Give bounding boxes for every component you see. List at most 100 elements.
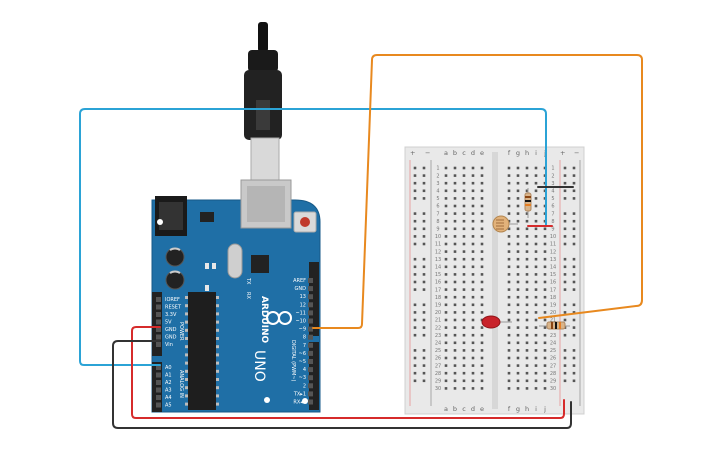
breadboard-hole[interactable] [525,379,529,383]
breadboard-hole[interactable] [525,341,529,345]
breadboard-hole[interactable] [462,379,466,383]
breadboard-hole[interactable] [534,356,538,360]
breadboard-hole[interactable] [507,311,511,314]
rail-hole[interactable] [422,311,426,314]
breadboard-hole[interactable] [507,181,511,185]
rail-hole[interactable] [563,189,567,193]
breadboard-hole[interactable] [525,364,529,367]
rail-hole[interactable] [422,364,426,367]
breadboard-hole[interactable] [453,204,457,208]
breadboard-hole[interactable] [444,280,448,284]
breadboard-hole[interactable] [543,311,547,314]
breadboard-hole[interactable] [516,364,520,367]
breadboard-hole[interactable] [543,265,547,269]
rail-hole[interactable] [572,364,576,367]
rail-hole[interactable] [413,212,417,215]
breadboard-hole[interactable] [453,364,457,367]
breadboard-hole[interactable] [507,174,511,177]
breadboard-hole[interactable] [507,273,511,276]
breadboard-hole[interactable] [462,356,466,360]
breadboard-hole[interactable] [444,197,448,200]
breadboard-hole[interactable] [453,349,457,352]
rail-hole[interactable] [563,181,567,185]
header-socket[interactable] [156,365,161,370]
breadboard-hole[interactable] [471,295,475,299]
breadboard-hole[interactable] [525,181,529,185]
breadboard-hole[interactable] [516,349,520,352]
header-socket[interactable] [156,327,161,332]
breadboard-hole[interactable] [516,288,520,291]
breadboard-hole[interactable] [471,356,475,360]
rail-hole[interactable] [572,174,576,177]
breadboard-hole[interactable] [453,333,457,337]
breadboard-hole[interactable] [525,189,529,193]
rail-hole[interactable] [413,326,417,329]
breadboard-hole[interactable] [507,303,511,307]
wire-black-gnd[interactable] [112,340,572,429]
breadboard-hole[interactable] [516,326,520,329]
breadboard-hole[interactable] [462,318,466,322]
rail-hole[interactable] [563,265,567,269]
breadboard-hole[interactable] [543,227,547,231]
header-socket[interactable] [156,334,161,340]
rail-hole[interactable] [563,174,567,177]
breadboard-hole[interactable] [507,326,511,329]
rail-hole[interactable] [572,219,576,223]
breadboard-hole[interactable] [534,273,538,276]
breadboard-hole[interactable] [471,166,475,170]
header-socket[interactable] [308,278,313,283]
breadboard-hole[interactable] [534,364,538,367]
rail-hole[interactable] [563,371,567,375]
breadboard-hole[interactable] [480,166,484,170]
breadboard-hole[interactable] [471,227,475,231]
rail-hole[interactable] [413,318,417,322]
breadboard-hole[interactable] [480,280,484,284]
rail-hole[interactable] [422,219,426,223]
breadboard-hole[interactable] [543,333,547,337]
rail-hole[interactable] [563,227,567,231]
rail-hole[interactable] [572,280,576,284]
breadboard-hole[interactable] [453,387,457,390]
breadboard-hole[interactable] [516,257,520,261]
breadboard-hole[interactable] [525,219,529,223]
breadboard-hole[interactable] [516,189,520,193]
breadboard-hole[interactable] [462,242,466,246]
breadboard-hole[interactable] [516,318,520,322]
rail-hole[interactable] [572,265,576,269]
breadboard-hole[interactable] [534,379,538,383]
rail-hole[interactable] [563,349,567,352]
rail-hole[interactable] [413,166,417,170]
breadboard-hole[interactable] [462,265,466,269]
breadboard-hole[interactable] [453,379,457,383]
header-socket[interactable] [308,326,313,332]
breadboard-hole[interactable] [462,288,466,291]
breadboard-hole[interactable] [543,387,547,390]
breadboard-hole[interactable] [444,189,448,193]
breadboard-hole[interactable] [480,326,484,329]
breadboard-hole[interactable] [462,219,466,223]
breadboard-hole[interactable] [480,265,484,269]
breadboard-hole[interactable] [480,242,484,246]
rail-hole[interactable] [413,280,417,284]
breadboard-hole[interactable] [480,341,484,345]
breadboard-hole[interactable] [525,174,529,177]
rail-hole[interactable] [563,333,567,337]
breadboard-hole[interactable] [516,303,520,307]
breadboard-hole[interactable] [543,303,547,307]
breadboard-hole[interactable] [507,364,511,367]
rail-hole[interactable] [572,379,576,383]
header-socket[interactable] [308,342,313,348]
rail-hole[interactable] [563,257,567,261]
breadboard-hole[interactable] [471,379,475,383]
breadboard-hole[interactable] [507,257,511,261]
breadboard-hole[interactable] [462,235,466,238]
rail-hole[interactable] [422,257,426,261]
breadboard-hole[interactable] [534,318,538,322]
breadboard-hole[interactable] [462,273,466,276]
breadboard-hole[interactable] [471,265,475,269]
usb-cable[interactable] [244,22,282,181]
resistor-led[interactable] [539,321,570,330]
breadboard-hole[interactable] [507,204,511,208]
breadboard-hole[interactable] [543,356,547,360]
header-socket[interactable] [308,367,313,373]
